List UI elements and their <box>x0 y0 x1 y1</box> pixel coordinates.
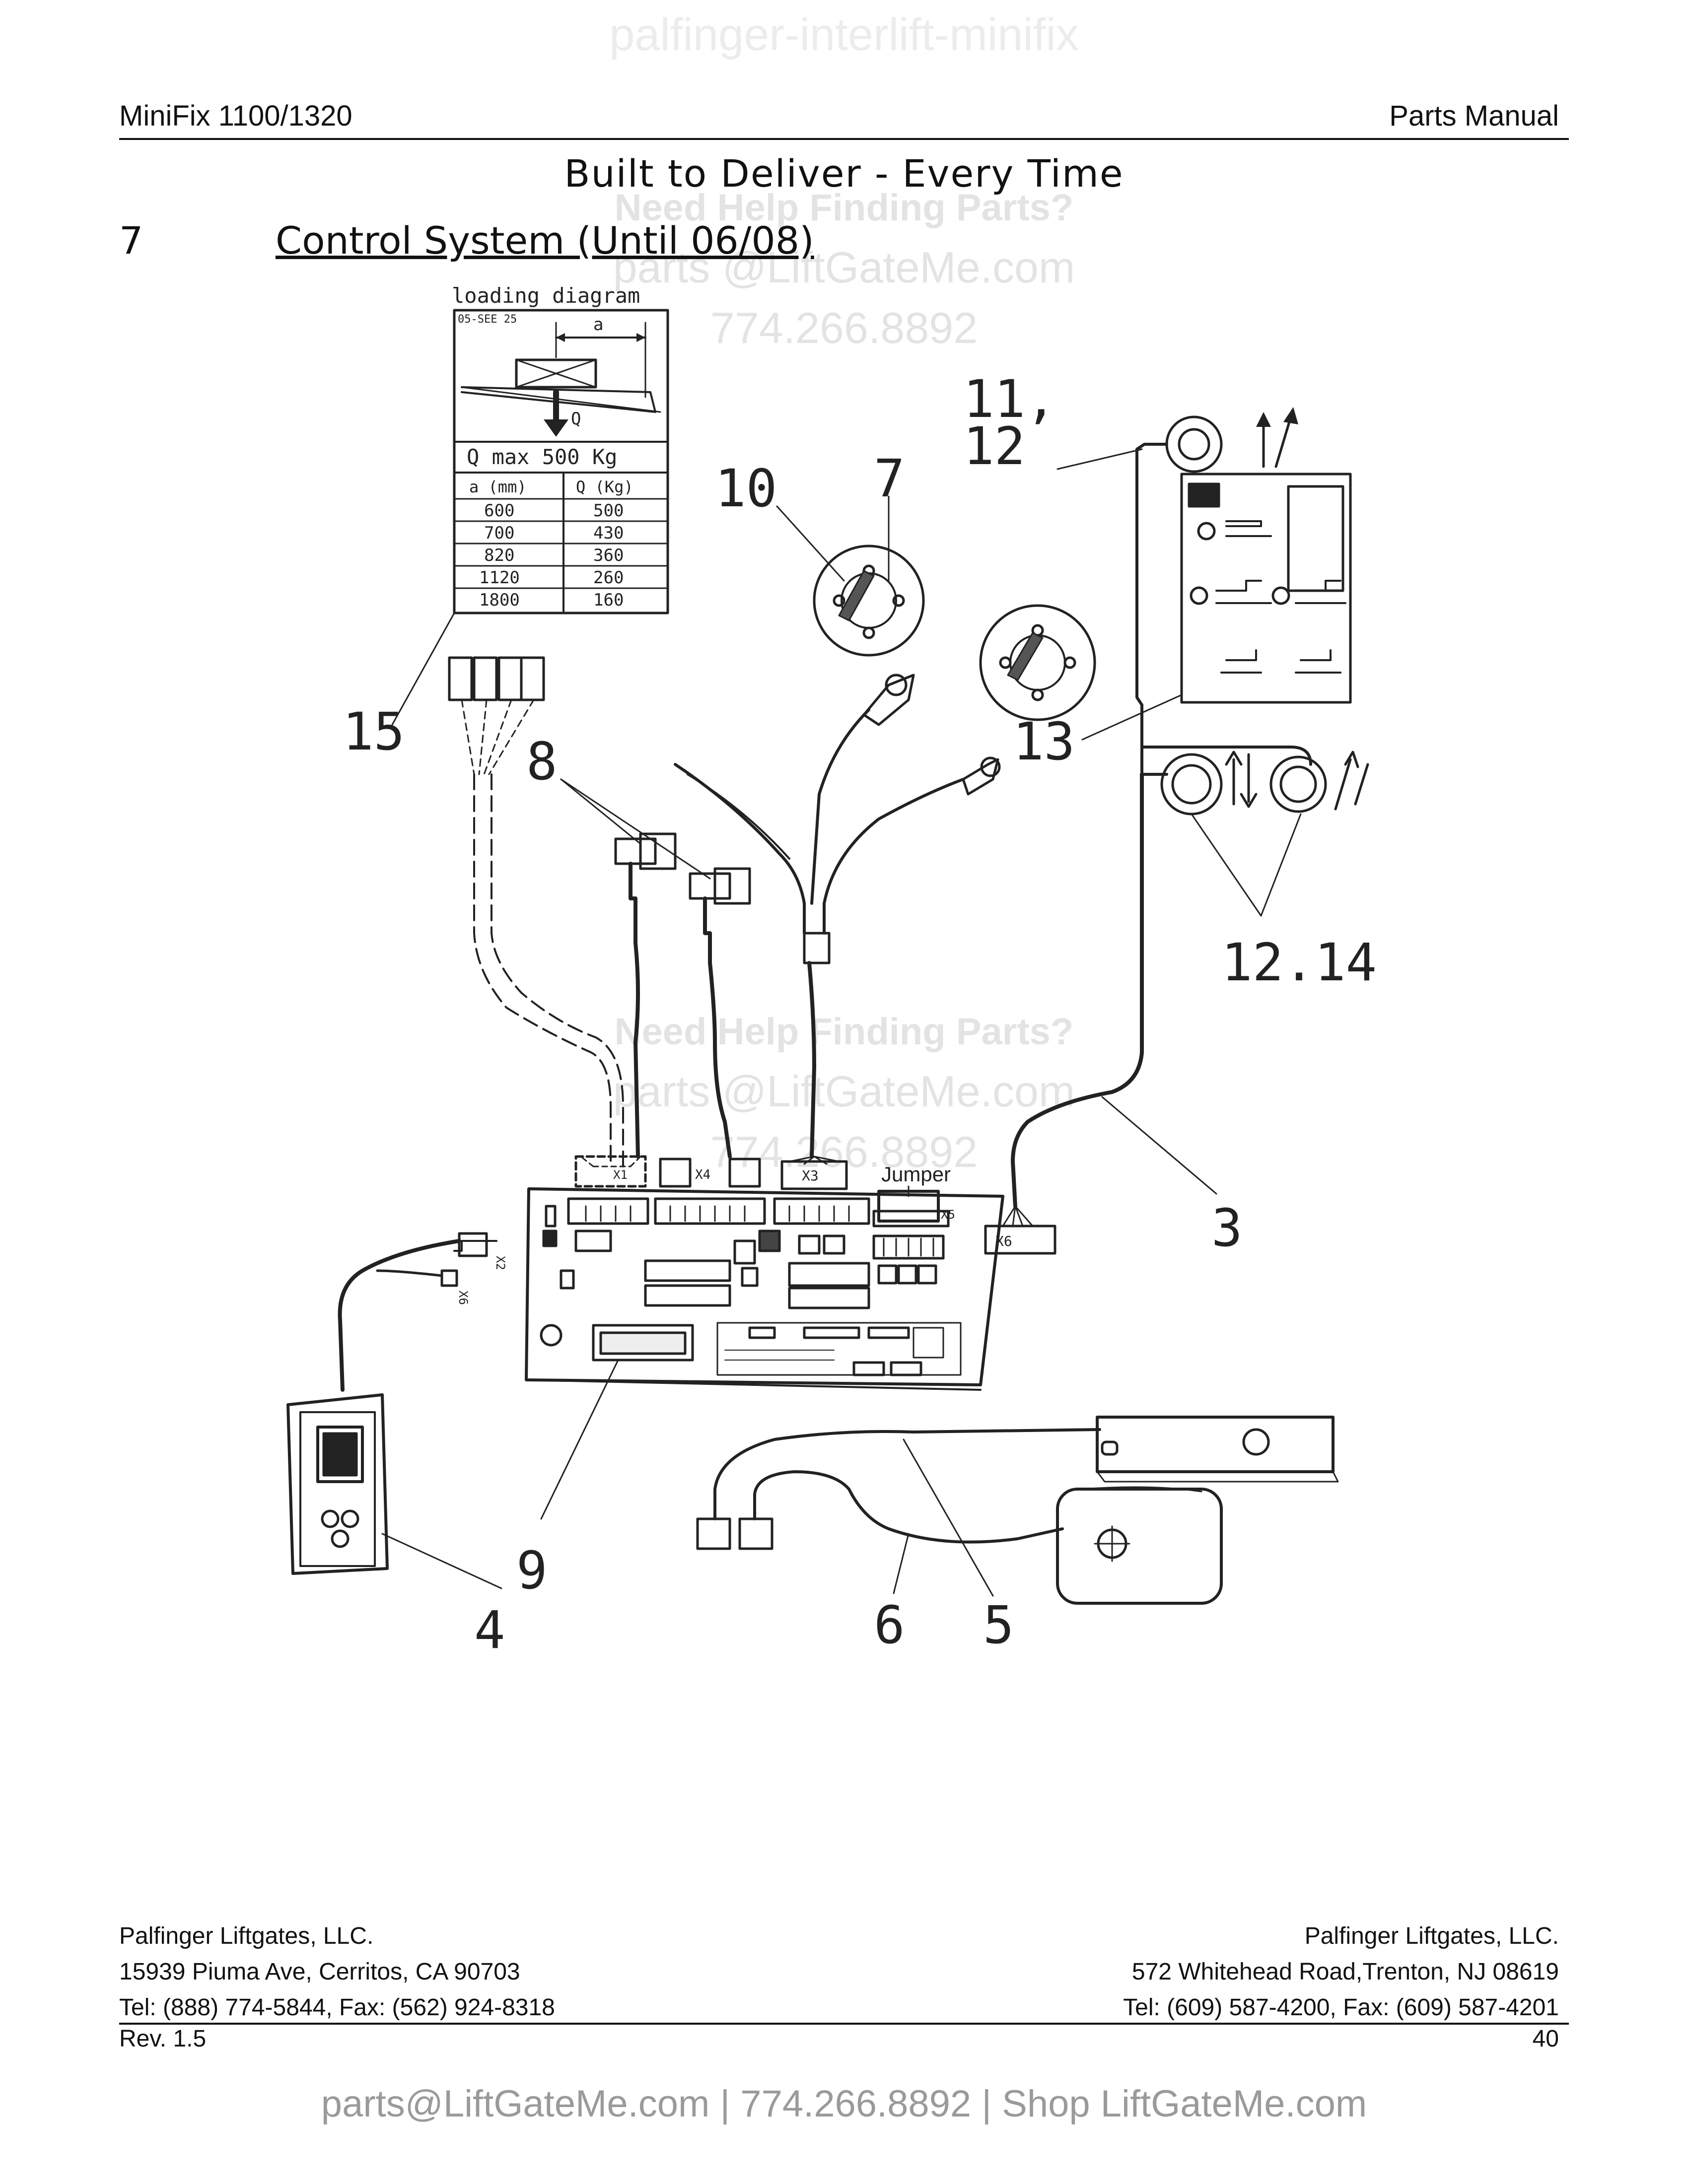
svg-text:X6: X6 <box>456 1291 470 1305</box>
watermark-help-top: Need Help Finding Parts? <box>614 187 1074 229</box>
key-switch-7 <box>813 545 925 657</box>
svg-text:160: 160 <box>593 590 624 610</box>
svg-text:loading diagram: loading diagram <box>452 283 640 308</box>
callout-13: 13 <box>1013 711 1075 772</box>
svg-text:700: 700 <box>484 523 514 543</box>
svg-text:Q: Q <box>571 409 581 429</box>
tagline: Built to Deliver - Every Time <box>564 151 1124 196</box>
watermark-title: palfinger-interlift-minifix <box>609 9 1079 60</box>
pressure-switches-8: X4 <box>614 832 761 1188</box>
header-model: MiniFix 1100/1320 <box>119 100 352 132</box>
svg-text:05-SEE 25: 05-SEE 25 <box>458 313 517 326</box>
svg-text:500: 500 <box>593 501 624 521</box>
section-title: Control System (Until 06/08) <box>276 218 814 263</box>
callout-6: 6 <box>874 1595 905 1655</box>
callout-numbers: 11, 12 10 7 15 8 13 12.14 3 9 4 6 5 <box>343 369 1377 1660</box>
harness-15 <box>448 656 647 1188</box>
shop-contact-line[interactable]: parts@LiftGateMe.com | 774.266.8892 | Sh… <box>321 2083 1367 2125</box>
svg-text:820: 820 <box>484 546 514 565</box>
header-manual-type: Parts Manual <box>1389 100 1559 132</box>
callout-5: 5 <box>983 1595 1014 1655</box>
svg-text:360: 360 <box>593 546 624 565</box>
svg-text:Jumper: Jumper <box>881 1162 951 1186</box>
footer-phone-west: Tel: (888) 774-5844, Fax: (562) 924-8318 <box>119 1994 555 2021</box>
footer-street-west: 15939 Piuma Ave, Cerritos, CA 90703 <box>119 1959 520 1985</box>
svg-text:1120: 1120 <box>479 568 520 588</box>
callout-12-14: 12.14 <box>1221 932 1377 993</box>
svg-text:260: 260 <box>593 568 624 588</box>
push-buttons-12-14 <box>1140 703 1369 816</box>
callout-15: 15 <box>343 701 405 762</box>
callout-11: 11, <box>963 369 1056 429</box>
watermark-phone-top: 774.266.8892 <box>710 303 978 352</box>
svg-text:430: 430 <box>593 523 624 543</box>
switch-box-4 <box>286 1239 461 1575</box>
central-harness: X3 <box>674 674 1001 1190</box>
control-board-9: Jumper <box>440 1162 1004 1391</box>
svg-text:X3: X3 <box>802 1167 819 1184</box>
footer-company-east: Palfinger Liftgates, LLC. <box>1304 1923 1559 1949</box>
footer-phone-east: Tel: (609) 587-4200, Fax: (609) 587-4201 <box>1123 1994 1559 2021</box>
svg-text:Q (Kg): Q (Kg) <box>576 478 633 496</box>
harness-3-x6: X6 <box>984 772 1144 1255</box>
watermark-email-top: parts @LiftGateMe.com <box>613 243 1075 292</box>
svg-text:X5: X5 <box>941 1208 955 1222</box>
footer-company-west: Palfinger Liftgates, LLC. <box>119 1923 374 1949</box>
svg-text:600: 600 <box>484 501 514 521</box>
svg-text:X2: X2 <box>493 1256 507 1270</box>
callout-leaders <box>381 448 1302 1597</box>
control-panel-11-12 <box>1135 407 1352 706</box>
page-number: 40 <box>1532 2026 1559 2052</box>
callout-10: 10 <box>715 458 777 519</box>
callout-12: 12 <box>963 416 1025 477</box>
footer-address-west: Palfinger Liftgates, LLC. 15939 Piuma Av… <box>119 1918 555 2026</box>
loading-diagram-label: loading diagram 05-SEE 25 a Q Q max 500 … <box>452 283 669 614</box>
svg-text:a (mm): a (mm) <box>469 478 527 496</box>
section-number: 7 <box>119 218 143 263</box>
watermark-help-mid: Need Help Finding Parts? <box>614 1011 1074 1053</box>
svg-text:a: a <box>593 315 603 335</box>
callout-4: 4 <box>474 1600 505 1660</box>
watermark-phone-mid: 774.266.8892 <box>710 1127 978 1176</box>
footer-rule <box>119 2023 1569 2025</box>
sensors-5-6 <box>696 1416 1339 1605</box>
callout-8: 8 <box>526 731 558 792</box>
callout-7: 7 <box>874 448 905 509</box>
watermark-email-mid: parts @LiftGateMe.com <box>613 1067 1075 1116</box>
svg-text:Q max 500 Kg: Q max 500 Kg <box>467 445 617 469</box>
header-rule <box>119 138 1569 140</box>
svg-text:X4: X4 <box>695 1167 710 1182</box>
svg-text:1800: 1800 <box>479 590 520 610</box>
key-switch-13 <box>979 604 1096 721</box>
revision: Rev. 1.5 <box>119 2026 207 2052</box>
svg-text:X1: X1 <box>613 1168 628 1182</box>
footer-street-east: 572 Whitehead Road,Trenton, NJ 08619 <box>1131 1959 1559 1985</box>
callout-9: 9 <box>516 1540 548 1601</box>
callout-3: 3 <box>1211 1198 1243 1258</box>
footer-address-east: Palfinger Liftgates, LLC. 572 Whitehead … <box>1123 1918 1559 2026</box>
